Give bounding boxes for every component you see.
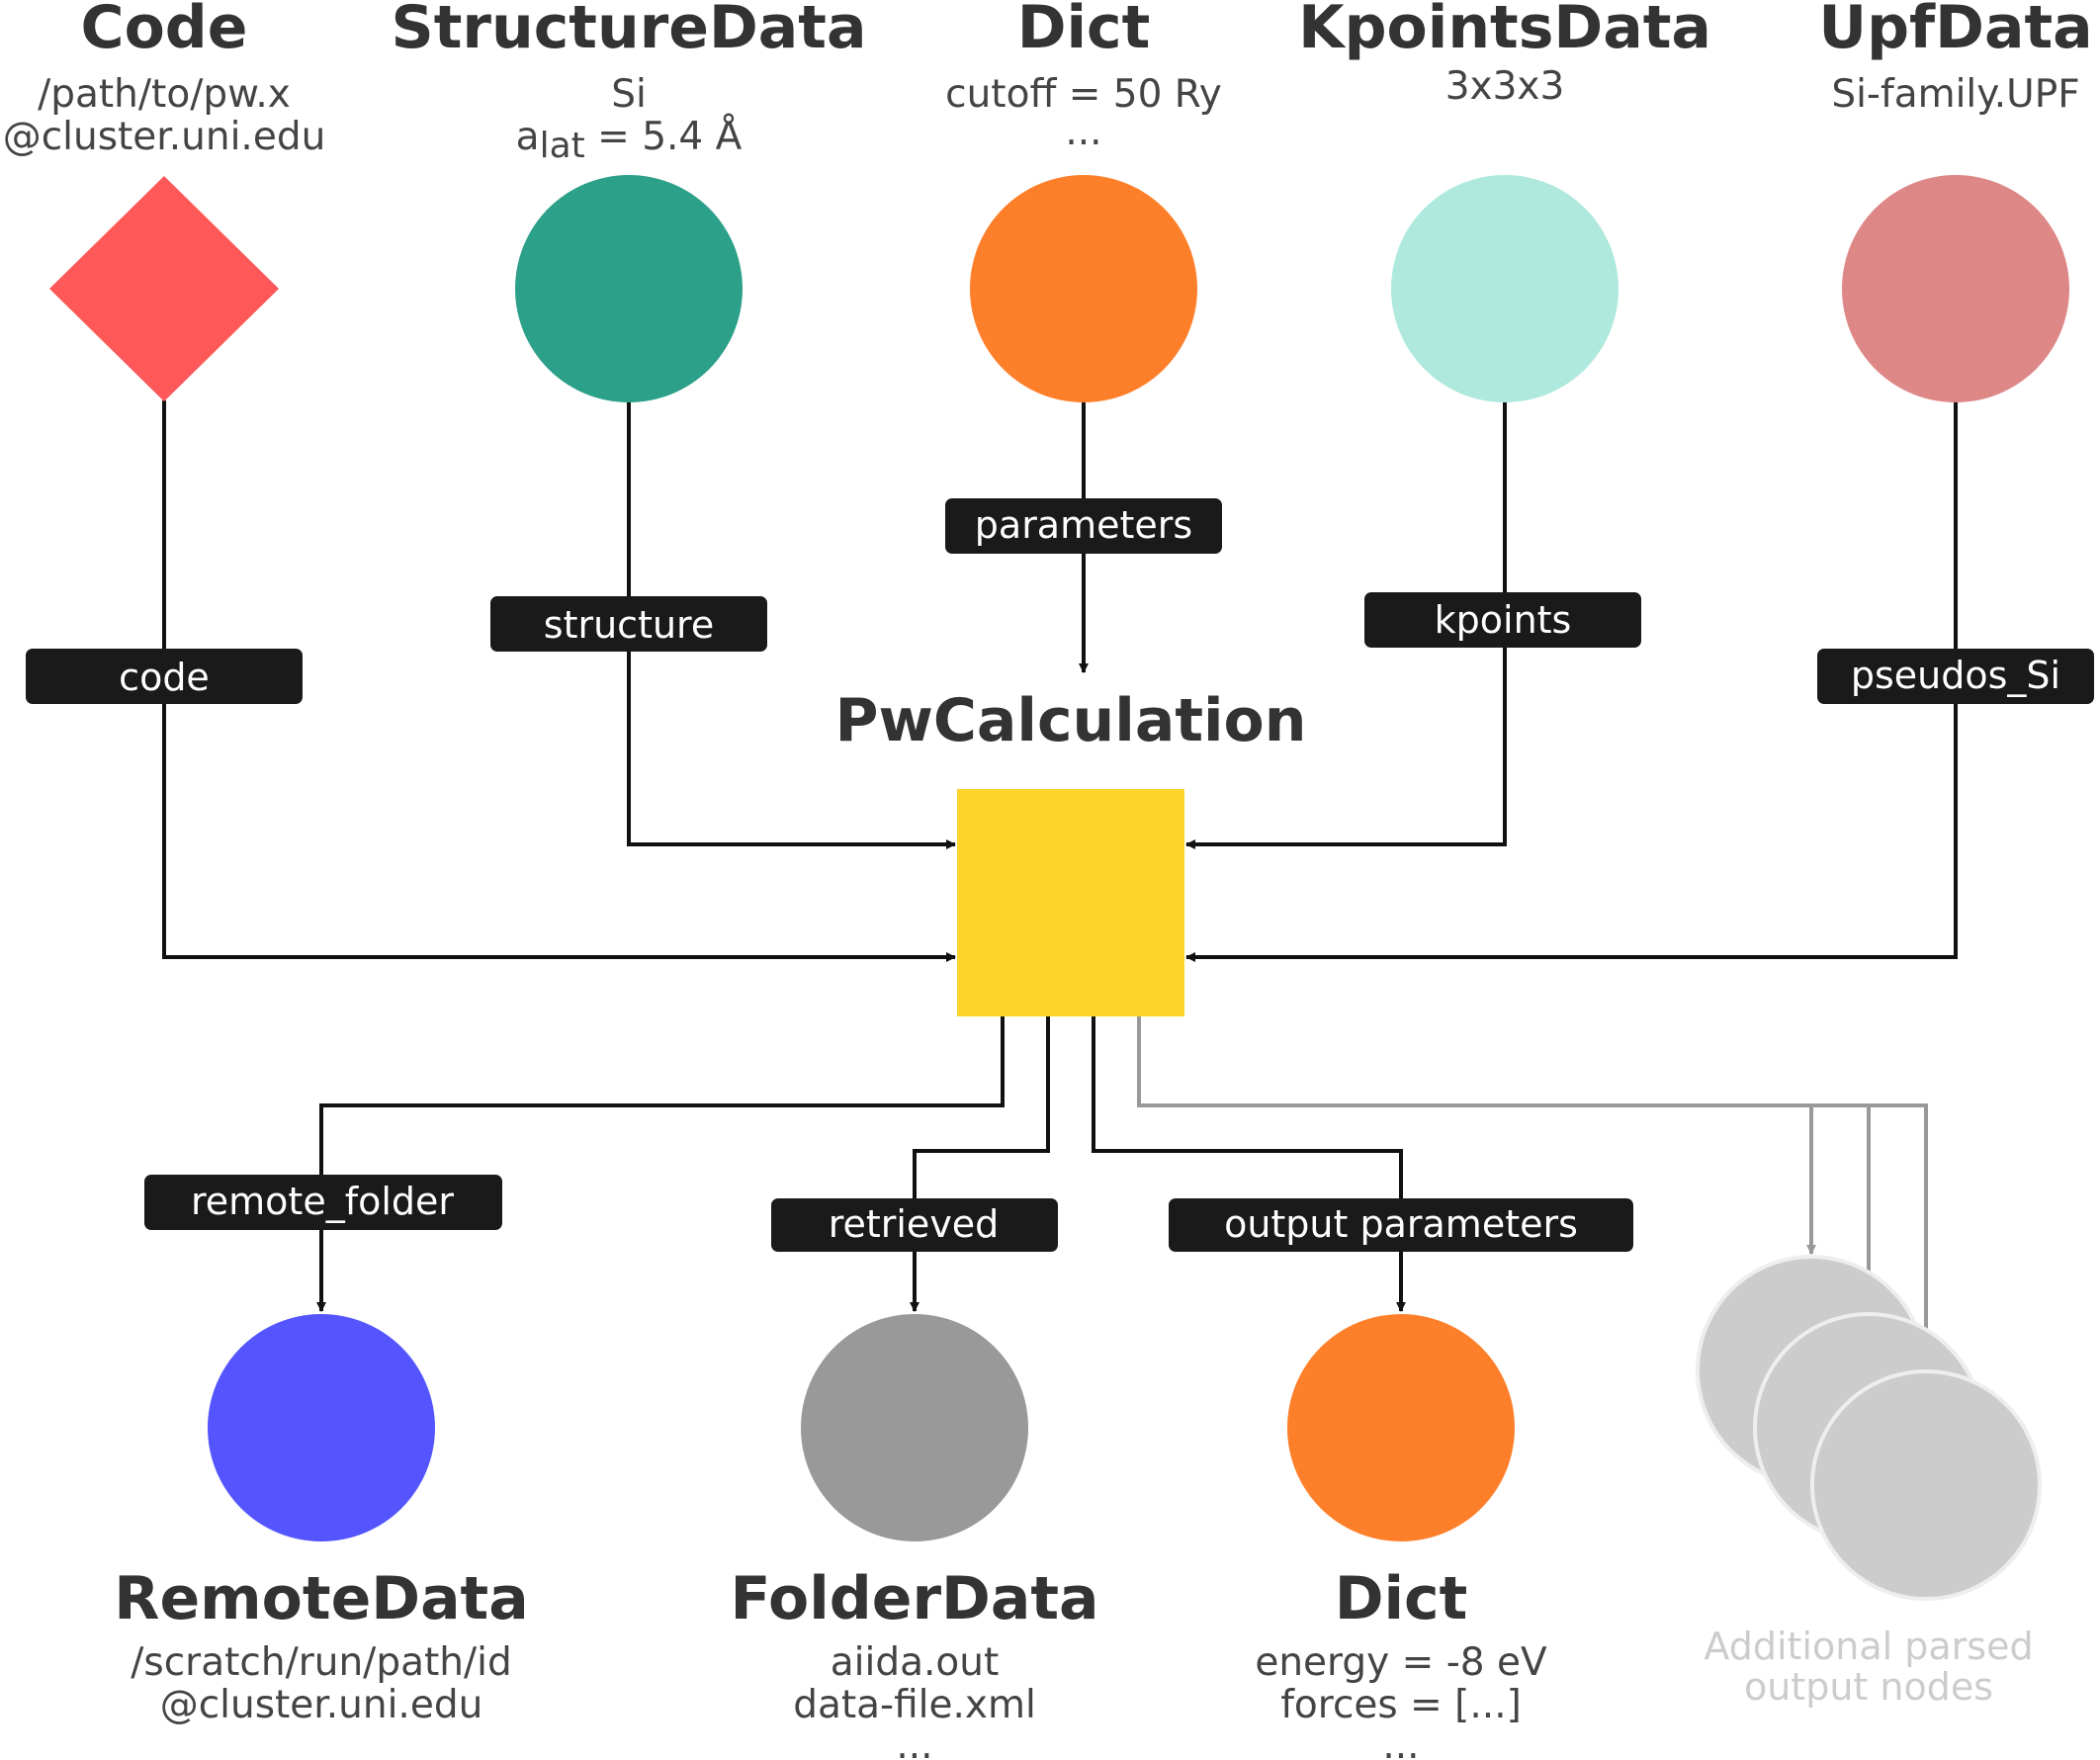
edge-code xyxy=(162,400,956,962)
node-folder: FolderData aiida.out data-file.xml ... xyxy=(730,1314,1099,1760)
node-output-dict-title: Dict xyxy=(1335,1564,1468,1633)
node-kpoints: KpointsData 3x3x3 xyxy=(1298,0,1711,402)
link-label-code: code xyxy=(26,649,303,704)
edge-remote xyxy=(316,1016,1005,1312)
input-edges xyxy=(162,400,1958,962)
link-label-structure-text: structure xyxy=(544,603,714,647)
kpoints-circle xyxy=(1391,175,1619,402)
node-folder-line1: aiida.out xyxy=(831,1640,1000,1685)
node-output-dict-line2: forces = [...] xyxy=(1280,1683,1522,1727)
node-folder-line3: ... xyxy=(896,1723,932,1760)
edge-structure xyxy=(627,401,956,849)
node-pseudos: UpfData Si-family.UPF xyxy=(1818,0,2093,402)
node-structure-line2: alat = 5.4 Å xyxy=(516,113,743,166)
node-kpoints-line1: 3x3x3 xyxy=(1445,64,1565,109)
lattice-subscript: lat xyxy=(540,126,585,166)
link-label-parameters: parameters xyxy=(945,498,1222,554)
folder-circle xyxy=(801,1314,1028,1541)
node-parameters-line1: cutoff = 50 Ry xyxy=(945,72,1222,117)
node-code-line2: @cluster.uni.edu xyxy=(3,115,326,159)
node-structure-line1: Si xyxy=(611,72,647,117)
link-label-pseudos-text: pseudos_Si xyxy=(1851,654,2060,697)
code-diamond-shape xyxy=(49,176,279,401)
edge-pseudos xyxy=(1185,401,1958,962)
node-remote: RemoteData /scratch/run/path/id @cluster… xyxy=(114,1314,529,1727)
node-calculation: PwCalculation xyxy=(834,686,1307,1016)
link-label-retrieved: retrieved xyxy=(771,1198,1058,1252)
node-code-line1: /path/to/pw.x xyxy=(38,72,291,117)
node-extra-line1: Additional parsed xyxy=(1704,1625,2033,1668)
node-remote-line2: @cluster.uni.edu xyxy=(160,1683,483,1727)
edge-extra xyxy=(1137,1016,1931,1367)
node-output-dict: Dict energy = -8 eV forces = [...] ... xyxy=(1255,1314,1547,1760)
output-dict-circle xyxy=(1287,1314,1515,1541)
node-folder-line2: data-file.xml xyxy=(793,1683,1036,1727)
node-code: Code /path/to/pw.x @cluster.uni.edu xyxy=(3,0,326,401)
link-label-remote-text: remote_folder xyxy=(191,1180,454,1223)
node-parameters: Dict cutoff = 50 Ry ... xyxy=(945,0,1222,402)
remote-circle xyxy=(208,1314,435,1541)
node-remote-title: RemoteData xyxy=(114,1564,528,1633)
parameters-circle xyxy=(970,175,1197,402)
link-label-parameters-text: parameters xyxy=(975,503,1192,547)
lattice-symbol: a xyxy=(516,115,540,159)
link-label-kpoints: kpoints xyxy=(1364,592,1641,648)
node-parameters-title: Dict xyxy=(1017,0,1151,62)
node-pseudos-line1: Si-family.UPF xyxy=(1831,72,2079,117)
structure-circle xyxy=(515,175,743,402)
node-structure: StructureData Si alat = 5.4 Å xyxy=(392,0,867,402)
node-folder-title: FolderData xyxy=(730,1564,1098,1633)
node-code-title: Code xyxy=(81,0,248,62)
link-label-output-parameters-text: output parameters xyxy=(1224,1202,1578,1246)
node-output-dict-line1: energy = -8 eV xyxy=(1255,1640,1547,1685)
node-calculation-title: PwCalculation xyxy=(834,686,1306,755)
link-label-remote: remote_folder xyxy=(144,1175,502,1230)
link-label-code-text: code xyxy=(119,656,210,699)
calculation-square xyxy=(957,789,1184,1016)
node-output-dict-line3: ... xyxy=(1382,1723,1419,1760)
link-label-structure: structure xyxy=(490,596,767,652)
link-label-pseudos: pseudos_Si xyxy=(1817,649,2094,704)
output-edges xyxy=(316,1016,1931,1367)
node-extra-line2: output nodes xyxy=(1744,1665,1993,1709)
node-remote-line1: /scratch/run/path/id xyxy=(131,1640,511,1685)
pseudos-circle xyxy=(1842,175,2069,402)
link-label-retrieved-text: retrieved xyxy=(829,1202,1000,1246)
lattice-value: = 5.4 Å xyxy=(585,113,743,159)
node-extra-outputs: Additional parsed output nodes xyxy=(1696,1255,2042,1709)
node-kpoints-title: KpointsData xyxy=(1298,0,1711,62)
edge-retrieved xyxy=(910,1016,1050,1312)
extra-circle-3 xyxy=(1810,1369,2042,1601)
node-parameters-line2: ... xyxy=(1065,110,1101,154)
link-label-output-parameters: output parameters xyxy=(1169,1198,1633,1252)
node-pseudos-title: UpfData xyxy=(1818,0,2092,62)
edge-kpoints xyxy=(1185,401,1507,849)
node-structure-title: StructureData xyxy=(392,0,867,62)
link-label-kpoints-text: kpoints xyxy=(1435,598,1572,642)
